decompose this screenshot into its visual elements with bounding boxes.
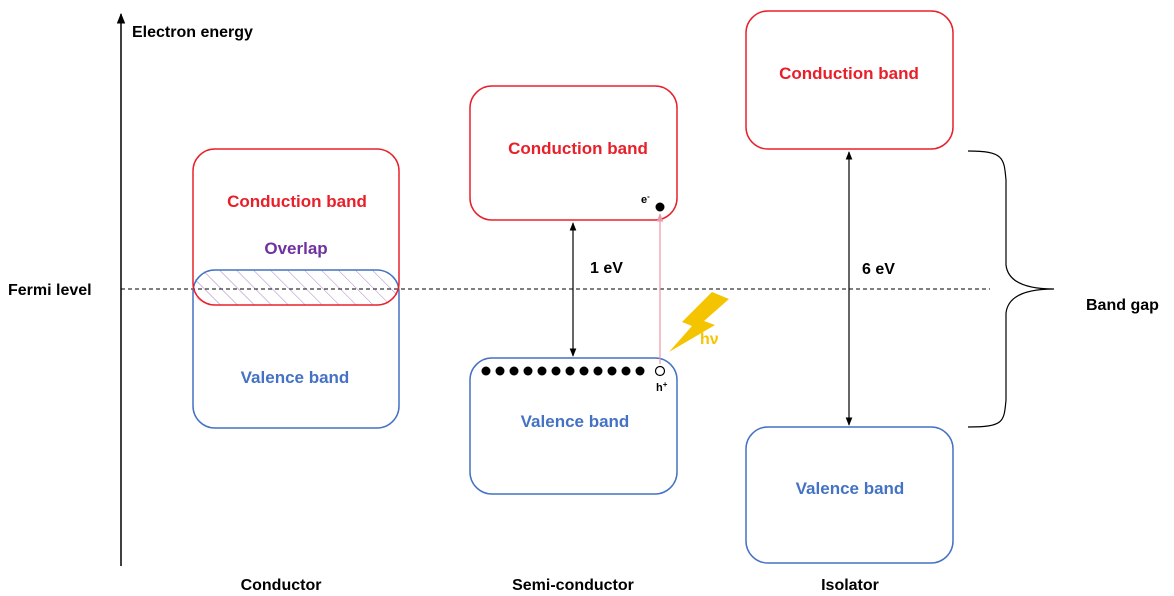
hole-label: h+ (656, 380, 668, 394)
isolator-name: Isolator (821, 577, 879, 594)
valence-electron (621, 366, 631, 376)
valence-electron (523, 366, 533, 376)
excited-electron (655, 202, 665, 212)
band-gap-label: Band gap (1086, 297, 1159, 314)
photon-label: hν (700, 331, 719, 348)
isolator-conduction-band (745, 10, 954, 150)
isolator-conduction-label: Conduction band (779, 64, 919, 83)
isolator-valence-label: Valence band (796, 479, 905, 498)
valence-electron-row (481, 366, 645, 376)
fermi-level-label: Fermi level (8, 282, 92, 299)
semiconductor-valence-label: Valence band (521, 412, 630, 431)
hole (654, 365, 666, 377)
conductor-valence-label: Valence band (241, 368, 350, 387)
electron-label: e- (641, 192, 650, 206)
semiconductor-conduction-band (469, 85, 678, 221)
conductor-overlap-hatch (193, 270, 399, 305)
valence-electron (495, 366, 505, 376)
conductor-name: Conductor (241, 577, 322, 594)
valence-electron (551, 366, 561, 376)
band-gap-brace (967, 150, 1055, 428)
isolator-group: Conduction band Valence band 6 eV Isolat… (745, 10, 954, 594)
electron-sup: - (647, 192, 650, 201)
hole-letter: h (656, 382, 663, 394)
hole-sup: + (663, 380, 668, 389)
valence-electron (481, 366, 491, 376)
semiconductor-gap-label: 1 eV (590, 260, 623, 277)
semiconductor-valence-band (469, 357, 678, 495)
conductor-overlap-label: Overlap (264, 239, 327, 258)
valence-electron (635, 366, 645, 376)
axis-label: Electron energy (132, 24, 253, 41)
semiconductor-conduction-label: Conduction band (508, 139, 648, 158)
conductor-group: Conduction band Overlap Valence band Con… (192, 148, 400, 594)
isolator-gap-label: 6 eV (862, 261, 895, 278)
isolator-valence-band (745, 426, 954, 564)
valence-electron (593, 366, 603, 376)
semiconductor-name: Semi-conductor (512, 577, 634, 594)
valence-electron (607, 366, 617, 376)
valence-electron (537, 366, 547, 376)
valence-electron (509, 366, 519, 376)
conductor-conduction-band (192, 148, 400, 306)
conductor-conduction-label: Conduction band (227, 192, 367, 211)
semiconductor-group: Conduction band Valence band 1 eV h+ e- … (469, 85, 729, 594)
photon-lightning-icon (669, 292, 729, 352)
electron-letter: e (641, 194, 647, 206)
valence-electron (579, 366, 589, 376)
conductor-valence-band (192, 269, 400, 429)
valence-electron (565, 366, 575, 376)
